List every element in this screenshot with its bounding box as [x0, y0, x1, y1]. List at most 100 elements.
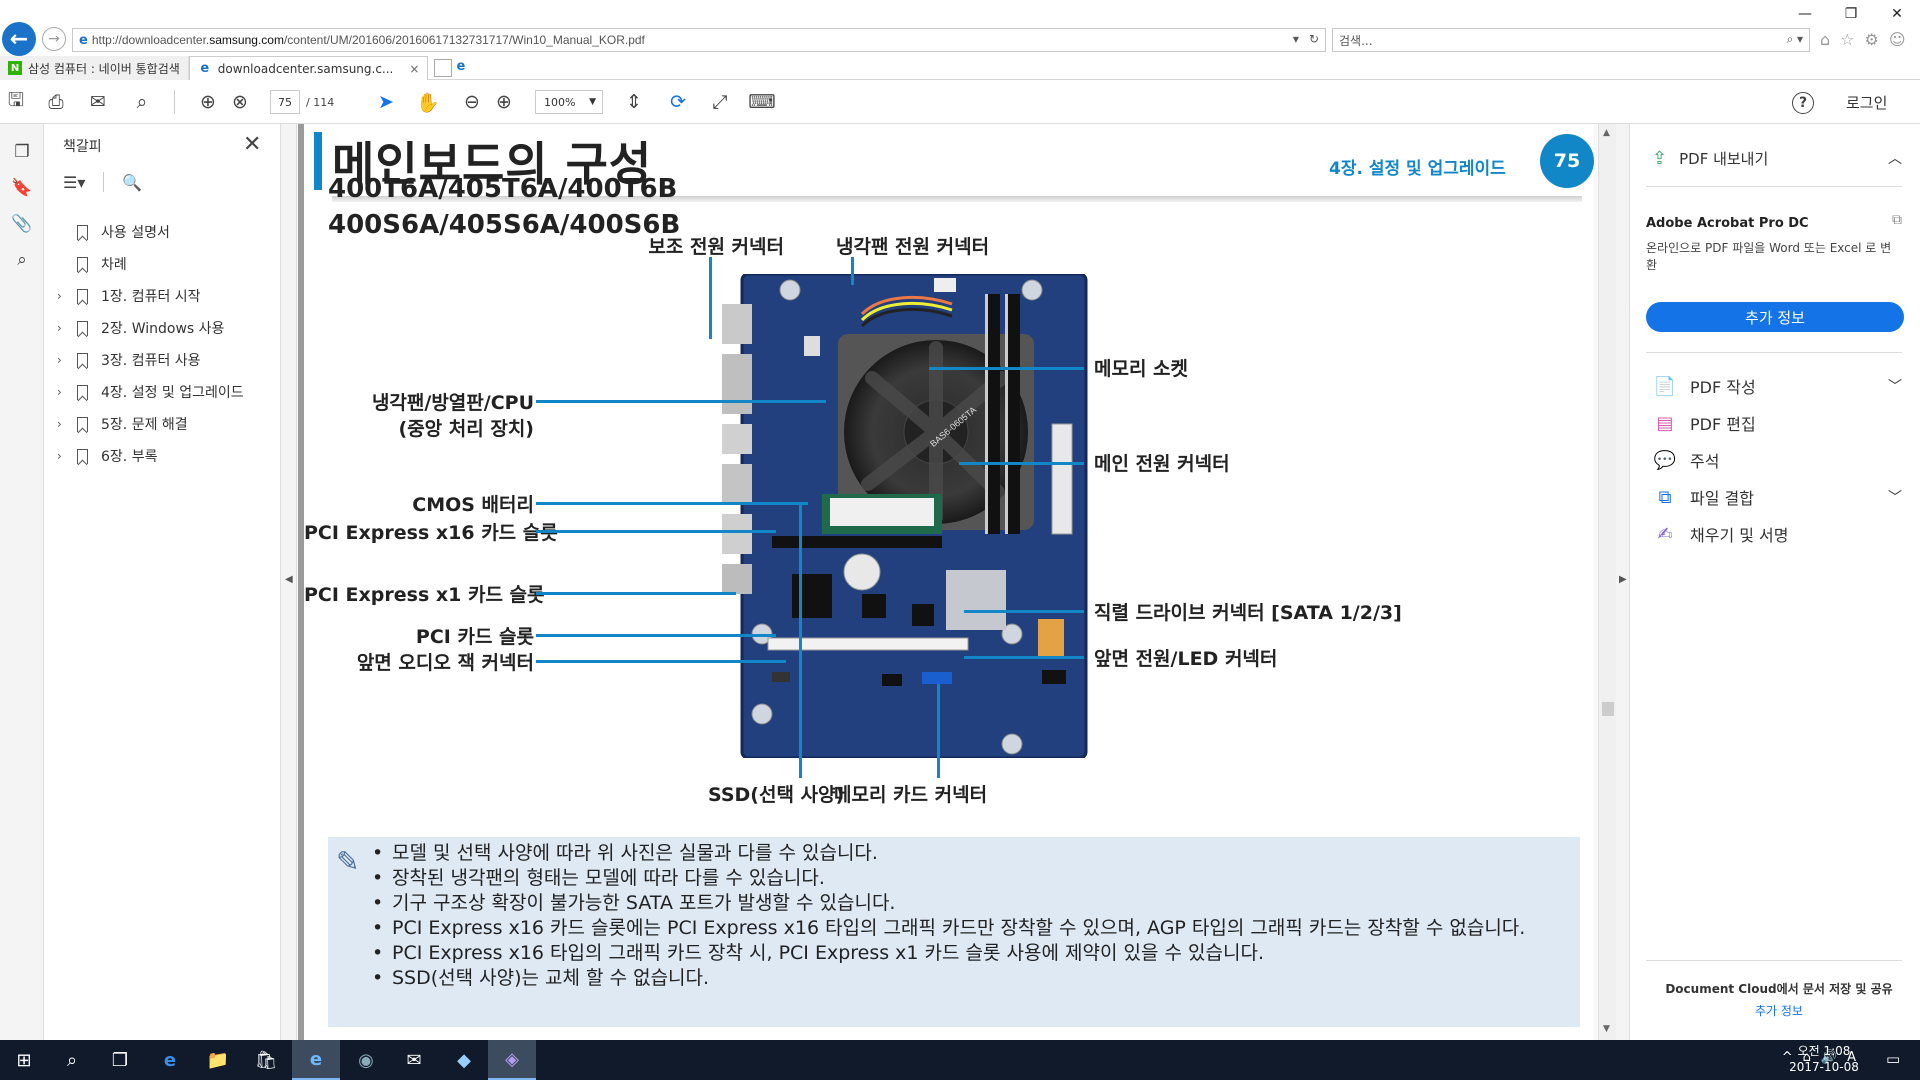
fullscreen-icon[interactable]: ⤢	[712, 91, 728, 113]
search-icon[interactable]: ⌕ ▾	[1786, 32, 1803, 46]
expand-chevron-icon[interactable]: ›	[57, 417, 62, 431]
file-explorer-icon[interactable]: 📁	[206, 1049, 230, 1071]
scroll-up-icon[interactable]: ▲	[1603, 128, 1610, 138]
bookmark-icon[interactable]: 🔖	[11, 178, 33, 198]
panel-collapse-handle[interactable]: ◀	[281, 124, 297, 1040]
page-number-input[interactable]: 75	[270, 90, 300, 114]
page-thumbnails-icon[interactable]: ❐	[14, 142, 30, 162]
select-cursor-icon[interactable]: ➤	[378, 91, 394, 113]
app-icon[interactable]: ◆	[457, 1049, 471, 1071]
ie-favicon-icon: e	[200, 61, 210, 76]
login-link[interactable]: 로그인	[1846, 94, 1888, 112]
clock[interactable]: 오전 1:08 2017-10-08	[1788, 1043, 1860, 1075]
email-icon[interactable]: ✉	[90, 91, 106, 113]
settings-gear-icon[interactable]: ⚙	[1864, 30, 1879, 49]
next-page-icon[interactable]: ⊗	[232, 91, 248, 113]
firefox-icon[interactable]: ◉	[358, 1049, 374, 1071]
search-icon[interactable]: ⌕	[17, 250, 27, 270]
rotate-icon[interactable]: ⟳	[670, 91, 686, 113]
task-view-icon[interactable]: ❐	[111, 1049, 129, 1071]
store-icon[interactable]: 🛍	[254, 1049, 278, 1071]
bookmark-item[interactable]: › 1장. 컴퓨터 시작	[45, 280, 281, 312]
minimize-button[interactable]: —	[1798, 6, 1812, 22]
bookmark-item[interactable]: ›6장. 부록	[45, 440, 281, 472]
scroll-thumb[interactable]	[1602, 702, 1614, 716]
document-cloud-link[interactable]: 추가 정보	[1755, 1004, 1803, 1018]
document-viewport[interactable]: 메인보드의 구성 4장. 설정 및 업그레이드 75 400T6A/405T6A…	[297, 124, 1597, 1040]
new-tab-button[interactable]	[434, 59, 453, 77]
document-cloud-text: Document Cloud에서 문서 저장 및 공유	[1665, 982, 1893, 996]
naver-favicon-icon: N	[8, 61, 22, 75]
expand-chevron-icon[interactable]: ›	[57, 353, 62, 367]
bookmark-item[interactable]: ›3장. 컴퓨터 사용	[45, 344, 281, 376]
find-bookmark-icon[interactable]: 🔍	[122, 172, 143, 192]
bookmark-options-icon[interactable]: ☰▾	[63, 172, 86, 192]
scroll-down-icon[interactable]: ▼	[1603, 1024, 1610, 1034]
tab-pdf-manual[interactable]: e downloadcenter.samsung.c... ×	[188, 56, 429, 80]
expand-chevron-icon[interactable]: ›	[57, 321, 62, 335]
bookmark-item[interactable]: 사용 설명서	[45, 216, 281, 248]
more-info-button[interactable]: 추가 정보	[1646, 302, 1904, 332]
forward-button[interactable]: →	[42, 27, 66, 51]
vertical-scrollbar[interactable]: ▲ ▼	[1598, 124, 1616, 1040]
visual-studio-icon[interactable]: ◈	[488, 1040, 536, 1080]
attachment-icon[interactable]: 📎	[11, 214, 33, 234]
ie-quick-tab-icon[interactable]: e	[456, 59, 466, 74]
expand-chevron-icon[interactable]: ›	[57, 289, 62, 303]
zoom-out-icon[interactable]: ⊖	[464, 91, 480, 113]
notification-icon[interactable]: ▭	[1886, 1050, 1901, 1068]
read-mode-icon[interactable]: ⌨	[748, 91, 776, 113]
smiley-icon[interactable]: ☺	[1888, 30, 1906, 49]
favorites-star-icon[interactable]: ☆	[1840, 30, 1855, 49]
home-icon[interactable]: ⌂	[1820, 30, 1831, 49]
bookmark-item[interactable]: ›2장. Windows 사용	[45, 312, 281, 344]
search-input[interactable]: 검색... ⌕ ▾	[1332, 28, 1810, 52]
expand-chevron-icon[interactable]: ›	[57, 385, 62, 399]
tool-fill-sign[interactable]: ✍ 채우기 및 서명	[1654, 520, 1902, 548]
hand-tool-icon[interactable]: ✋	[416, 91, 440, 114]
tool-combine-files[interactable]: ⧉ 파일 결합 ﹀	[1654, 483, 1902, 511]
expand-chevron-icon[interactable]: ›	[57, 449, 62, 463]
bookmark-item[interactable]: ›4장. 설정 및 업그레이드	[45, 376, 281, 408]
tab-close-icon[interactable]: ×	[409, 61, 420, 76]
pdf-edit-icon: ▤	[1656, 412, 1674, 434]
save-icon[interactable]: 🖫	[7, 89, 25, 111]
bookmark-item[interactable]: ›5장. 문제 해결	[45, 408, 281, 440]
edge-icon[interactable]: e	[163, 1049, 177, 1071]
tools-pane-handle[interactable]: ▶	[1616, 124, 1630, 1040]
zoom-in-icon[interactable]: ⊕	[496, 91, 512, 113]
bookmark-label: 1장. 컴퓨터 시작	[101, 289, 201, 305]
export-pdf-header[interactable]: ⇪ PDF 내보내기 ︿	[1652, 146, 1902, 170]
internet-explorer-icon[interactable]: e	[292, 1040, 340, 1080]
tool-label: 주석	[1690, 452, 1720, 471]
help-icon[interactable]: ?	[1792, 92, 1814, 114]
address-bar[interactable]: e http://downloadcenter.samsung.com/cont…	[72, 28, 1326, 52]
fit-page-icon[interactable]: ⇕	[626, 91, 642, 113]
tab-naver-search[interactable]: N 삼성 컴퓨터 : 네이버 통합검색	[0, 56, 189, 80]
zoom-select[interactable]: 100%▼	[535, 90, 603, 114]
copy-icon[interactable]: ⧉	[1892, 212, 1902, 228]
tool-pdf-create[interactable]: 📄 PDF 작성 ﹀	[1654, 372, 1902, 400]
tool-pdf-edit[interactable]: ▤ PDF 편집	[1654, 409, 1902, 437]
ime-indicator[interactable]: A	[1847, 1050, 1856, 1065]
windows-start-icon[interactable]: ⊞	[16, 1049, 32, 1071]
maximize-button[interactable]: ❐	[1844, 6, 1858, 22]
mail-icon[interactable]: ✉	[406, 1049, 422, 1071]
refresh-icon[interactable]: ↻	[1308, 32, 1319, 46]
callout-cmos: CMOS 배터리	[412, 494, 534, 516]
bookmark-item[interactable]: 차례	[45, 248, 281, 280]
search-icon[interactable]: ⌕	[66, 1049, 78, 1071]
back-button[interactable]: ←	[2, 22, 36, 56]
close-window-button[interactable]: ✕	[1891, 6, 1903, 22]
volume-icon[interactable]: 🔊	[1820, 1050, 1838, 1065]
close-icon[interactable]: ✕	[243, 132, 262, 157]
print-icon[interactable]: ⎙	[48, 91, 64, 113]
dropdown-icon[interactable]: ▾	[1292, 32, 1299, 46]
chevron-up-icon[interactable]: ^	[1781, 1050, 1793, 1065]
callout-line	[536, 660, 786, 663]
bookmarks-title: 책갈피	[63, 139, 102, 155]
network-icon[interactable]: ⌂	[1802, 1050, 1811, 1065]
search-icon[interactable]: ⌕	[136, 91, 148, 113]
tool-comment[interactable]: 💬 주석	[1654, 446, 1902, 474]
prev-page-icon[interactable]: ⊕	[200, 91, 216, 113]
